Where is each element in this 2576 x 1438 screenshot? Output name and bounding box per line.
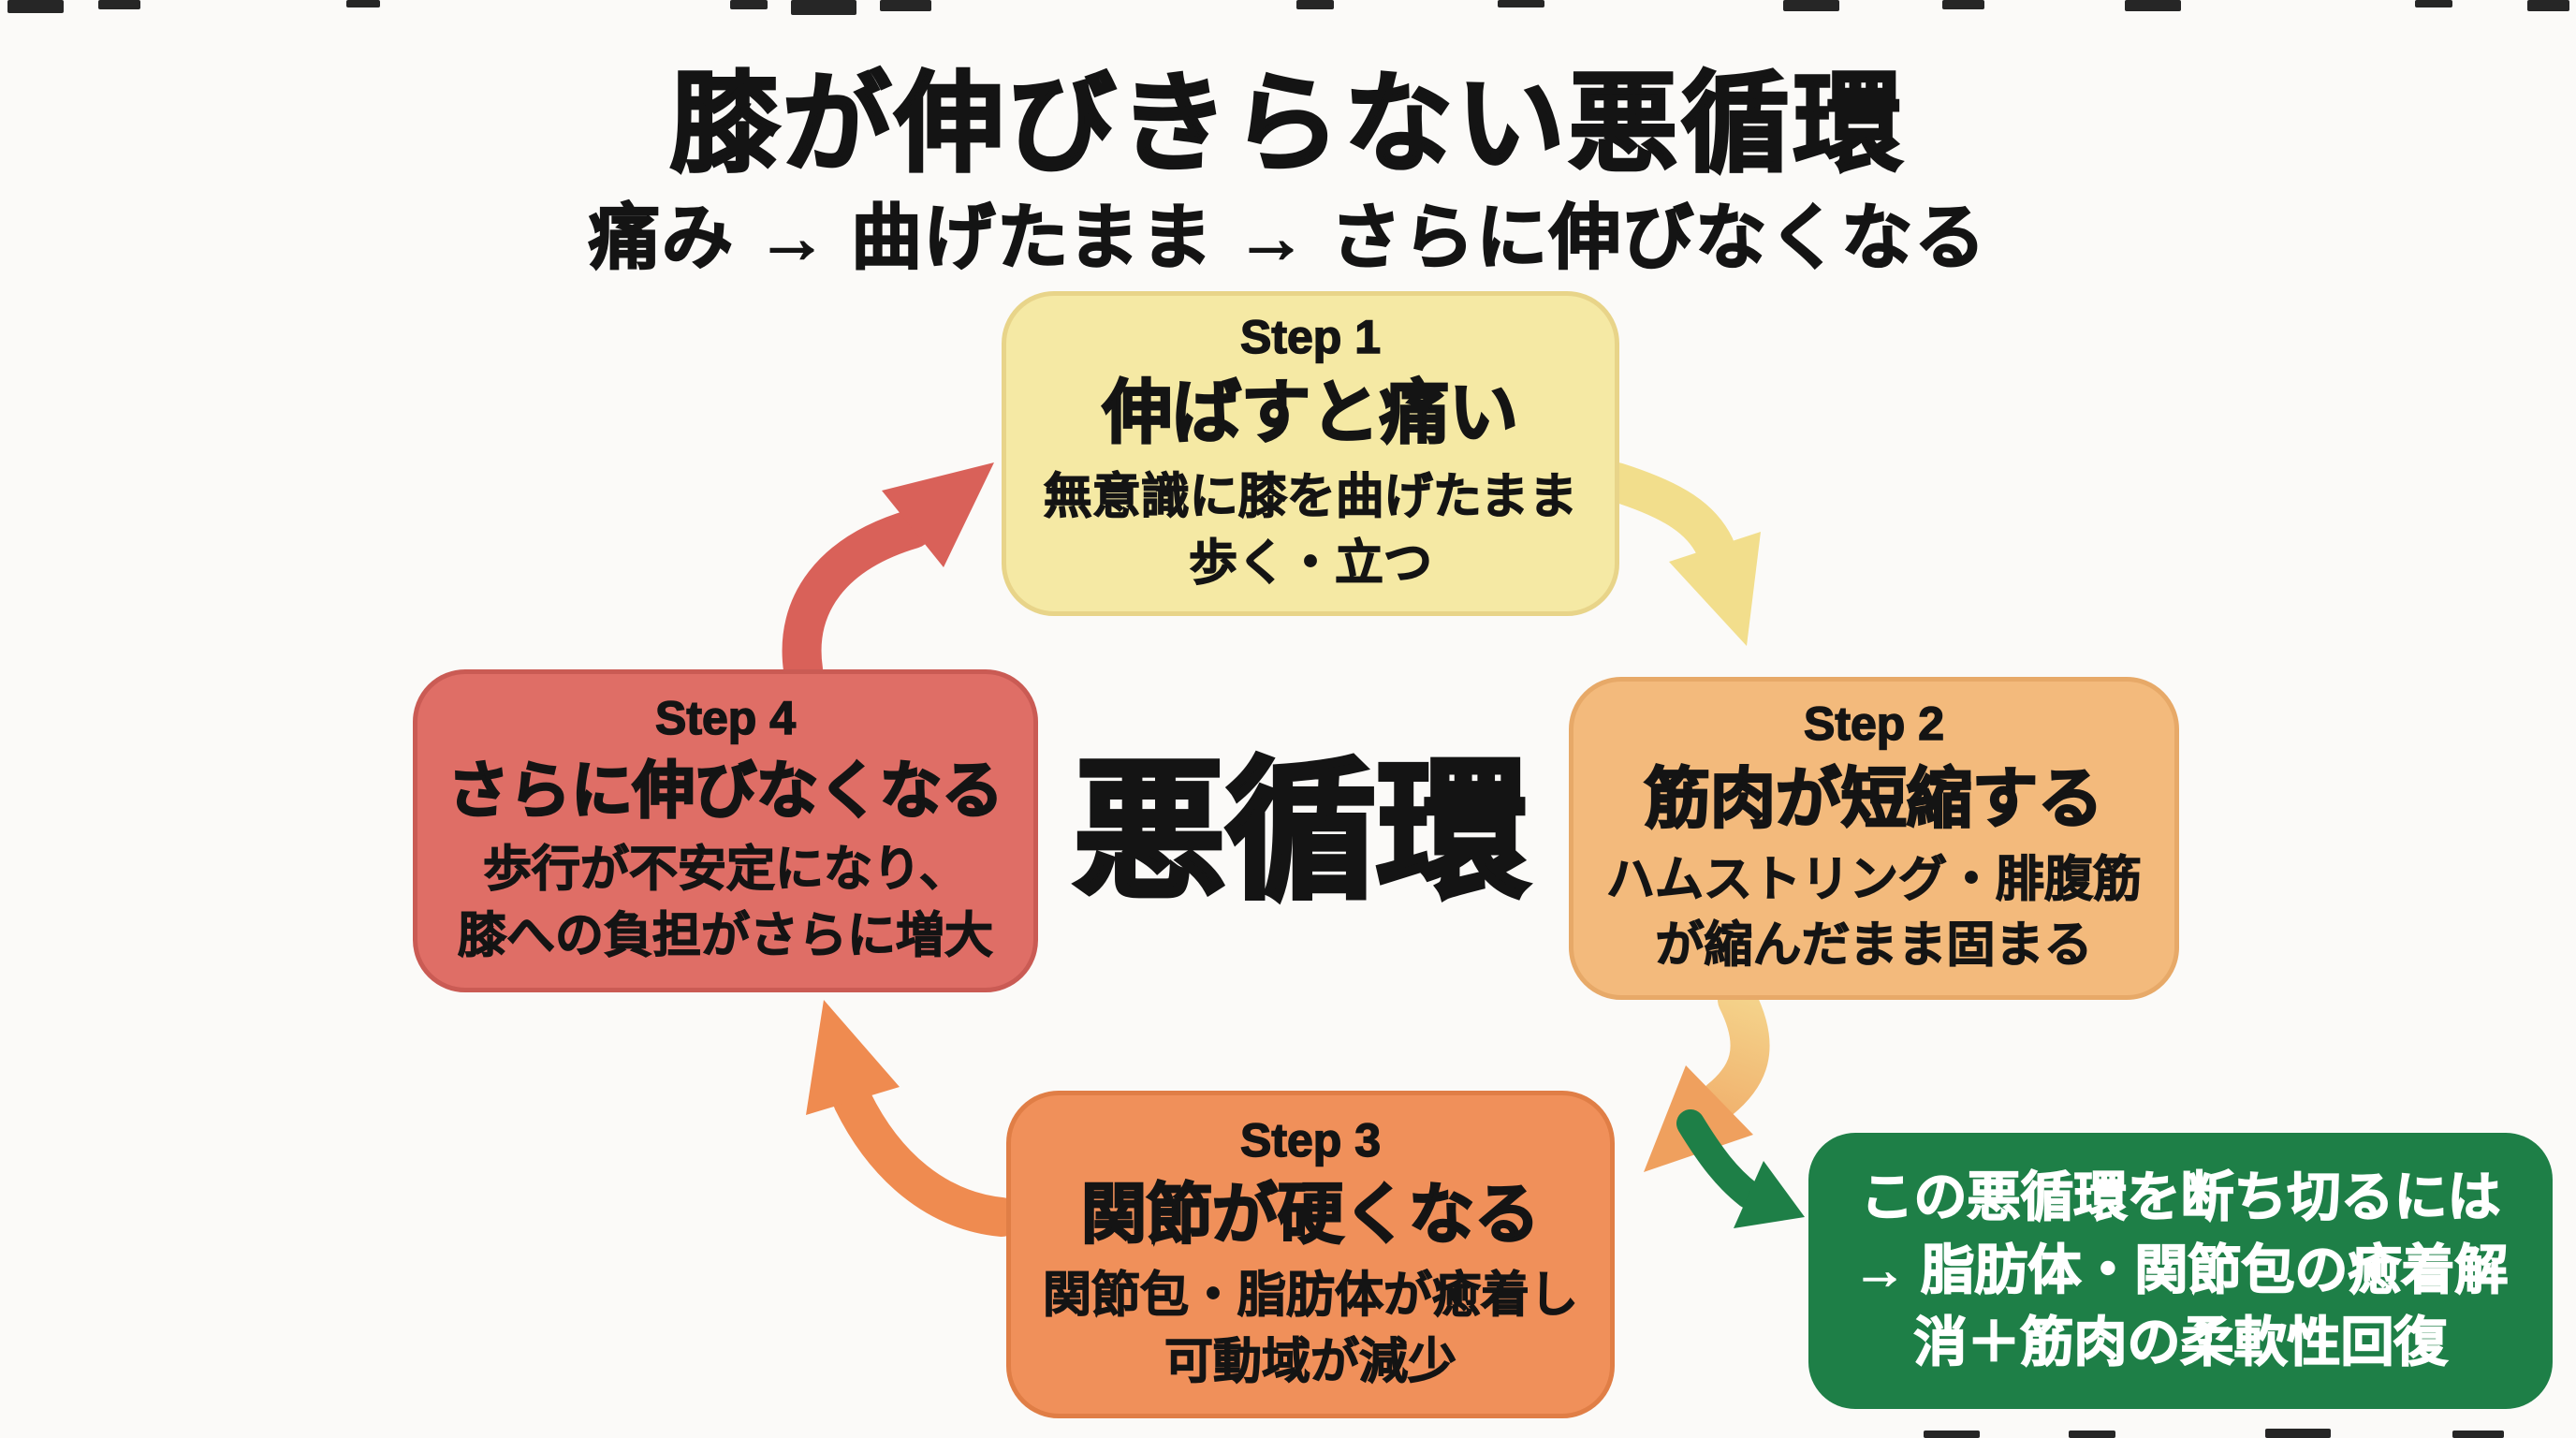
step-1-body-line-2: 歩く・立つ: [1188, 536, 1432, 591]
edge-artifact: [2125, 0, 2181, 11]
arrow-head: [882, 462, 994, 567]
step-1-label: Step 1: [1239, 310, 1382, 363]
edge-artifact: [98, 0, 140, 9]
arrow-step2-to-step3-icon: [1644, 980, 1770, 1172]
solution-box: この悪循環を断ち切るには → 脂肪体・関節包の癒着解 消＋筋肉の柔軟性回復: [1808, 1133, 2553, 1409]
arrow-step1-to-step2-icon: [1597, 462, 1761, 646]
edge-artifact: [2069, 1431, 2115, 1438]
edge-artifact: [1783, 0, 1839, 11]
edge-artifact: [1498, 0, 1544, 7]
edge-artifact: [2452, 1431, 2504, 1438]
edge-artifact: [1296, 0, 1334, 9]
page-title: 膝が伸びきらない悪循環: [669, 62, 1906, 186]
arrow-to-solution-icon: [1676, 1109, 1805, 1228]
arrow-step3-to-step4-icon: [806, 1000, 1021, 1237]
arrow-tail: [782, 509, 932, 689]
edge-artifact: [1942, 0, 1984, 9]
arrow-tail: [1597, 462, 1734, 566]
solution-line-2: → 脂肪体・関節包の癒着解: [1852, 1240, 2509, 1300]
edge-artifact: [346, 0, 380, 7]
step-3-label: Step 3: [1239, 1113, 1382, 1167]
arrow-tail: [1676, 1109, 1763, 1209]
step-3-box: Step 3 関節が硬くなる 関節包・脂肪体が癒着し 可動域が減少: [1006, 1091, 1615, 1418]
step-4-body-line-2: 膝への負担がさらに増大: [457, 908, 993, 963]
edge-artifact: [2265, 1429, 2331, 1438]
step-2-heading: 筋肉が短縮する: [1644, 760, 2105, 836]
solution-line-1: この悪循環を断ち切るには: [1860, 1167, 2502, 1228]
edge-artifact: [2415, 0, 2452, 7]
edge-artifact: [7, 0, 64, 13]
step-2-box: Step 2 筋肉が短縮する ハムストリング・腓腹筋 が縮んだまま固まる: [1569, 677, 2179, 1000]
step-4-label: Step 4: [654, 692, 797, 745]
step-4-box: Step 4 さらに伸びなくなる 歩行が不安定になり、 膝への負担がさらに増大: [413, 669, 1038, 992]
arrow-step4-to-step1-icon: [782, 462, 994, 689]
edge-artifact: [730, 0, 768, 9]
edge-artifact: [2527, 0, 2569, 11]
solution-line-3: 消＋筋肉の柔軟性回復: [1913, 1313, 2449, 1373]
step-1-heading: 伸ばすと痛い: [1102, 373, 1520, 452]
step-2-label: Step 2: [1803, 697, 1945, 751]
arrow-tail: [1700, 980, 1770, 1120]
step-2-body-line-2: が縮んだまま固まる: [1655, 918, 2093, 974]
arrow-head: [1644, 1065, 1753, 1172]
edge-artifact: [880, 0, 931, 11]
step-2-body-line-1: ハムストリング・腓腹筋: [1605, 852, 2142, 907]
arrow-head: [806, 1000, 900, 1115]
step-4-heading: さらに伸びなくなる: [446, 755, 1005, 827]
step-3-heading: 関節が硬くなる: [1080, 1177, 1542, 1253]
page-subtitle: 痛み → 曲げたまま → さらに伸びなくなる: [588, 198, 1988, 279]
step-4-body-line-1: 歩行が不安定になり、: [482, 843, 968, 898]
edge-artifact: [791, 0, 856, 15]
step-1-box: Step 1 伸ばすと痛い 無意識に膝を曲げたまま 歩く・立つ: [1002, 291, 1619, 616]
arrow-head: [1669, 532, 1761, 646]
step-1-body-line-1: 無意識に膝を曲げたまま: [1043, 469, 1578, 524]
cycle-center-label: 悪循環: [1072, 747, 1531, 917]
arrow-head: [1734, 1161, 1805, 1228]
step-3-body-line-2: 可動域が減少: [1164, 1334, 1456, 1389]
edge-artifact: [1924, 1431, 1980, 1438]
arrow-tail: [833, 1081, 1021, 1237]
step-3-body-line-1: 関節包・脂肪体が癒着し: [1042, 1268, 1578, 1324]
